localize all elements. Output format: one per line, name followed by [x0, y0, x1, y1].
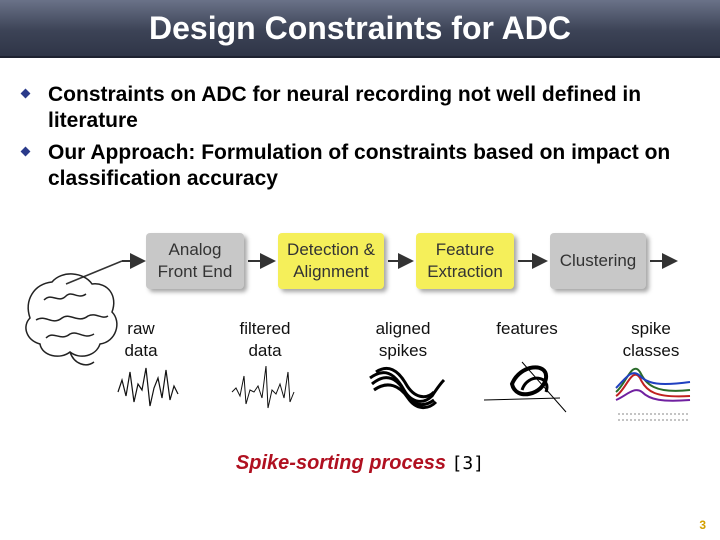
clustering-box: Clustering [550, 233, 646, 289]
brain-icon [25, 273, 118, 366]
detection-alignment-label: Detection & Alignment [287, 240, 375, 281]
caption-text: Spike-sorting process [235, 452, 446, 474]
analog-front-end-box: Analog Front End [146, 233, 244, 289]
aligned-spikes-plot [369, 367, 446, 409]
stage-label-features: features [496, 319, 558, 338]
bullet-text-1: Constraints on ADC for neural recording … [48, 83, 642, 132]
clustering-label: Clustering [559, 251, 637, 270]
feature-extraction-box: Feature Extraction [416, 233, 514, 289]
slide-title: Design Constraints for ADC [149, 10, 571, 46]
electrode-line [65, 260, 123, 285]
stage-label-spike-classes: spike classes [622, 319, 680, 360]
stage-label-raw-data: raw data [124, 319, 158, 360]
figure-caption: Spike-sorting process [3] [0, 452, 720, 475]
title-bar [0, 0, 720, 58]
feature-extraction-label: Feature Extraction [427, 240, 503, 281]
filtered-data-waveform [231, 365, 295, 409]
bullet-text-2: Our Approach: Formulation of constraints… [48, 141, 671, 190]
analog-front-end-label: Analog Front End [157, 240, 233, 281]
caption-reference: [3] [451, 453, 485, 474]
stage-label-aligned-spikes: aligned spikes [375, 319, 431, 360]
features-plot [483, 361, 567, 413]
raw-data-waveform [117, 367, 179, 407]
stage-label-filtered-data: filtered data [239, 319, 291, 360]
detection-alignment-box: Detection & Alignment [278, 233, 384, 289]
spike-classes-plot [615, 367, 691, 421]
page-number: 3 [699, 518, 706, 532]
